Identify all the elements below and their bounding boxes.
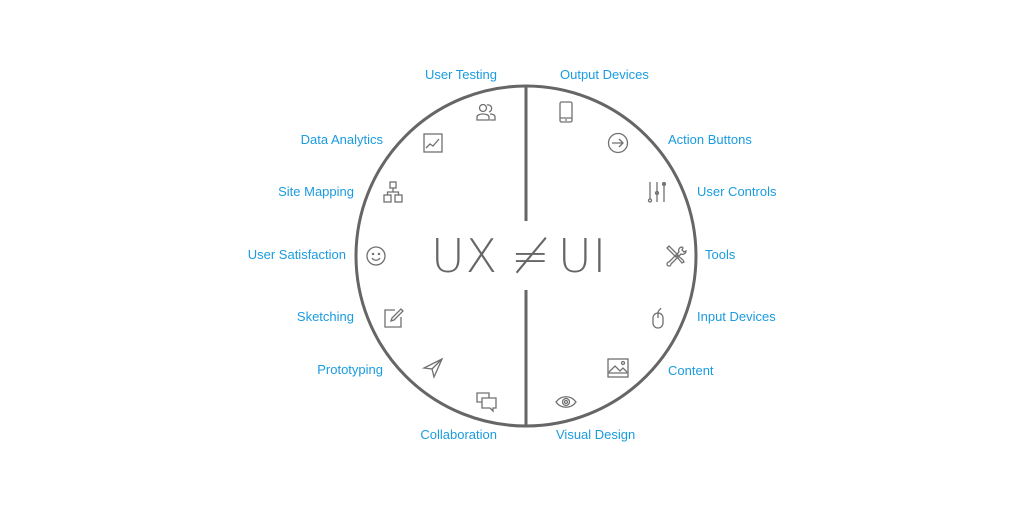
chat-bubbles-icon — [475, 390, 499, 414]
label-output-devices: Output Devices — [560, 67, 649, 82]
label-site-mapping: Site Mapping — [278, 184, 354, 199]
label-visual-design: Visual Design — [556, 427, 636, 442]
arrow-circle-icon — [606, 131, 630, 155]
label-data-analytics: Data Analytics — [300, 132, 383, 147]
label-collaboration: Collaboration — [420, 427, 497, 442]
label-input-devices: Input Devices — [697, 309, 776, 324]
pencil-square-icon — [381, 306, 405, 330]
label-tools: Tools — [705, 247, 736, 262]
label-user-satisfaction: User Satisfaction — [247, 247, 346, 262]
sitemap-icon — [381, 180, 405, 204]
ux-title: UX — [431, 229, 499, 283]
label-content: Content — [668, 363, 714, 378]
label-user-testing: User Testing — [424, 67, 497, 82]
label-action-buttons: Action Buttons — [668, 132, 752, 147]
label-sketching: Sketching — [296, 309, 354, 324]
image-icon — [606, 356, 630, 380]
paper-plane-icon — [421, 356, 445, 380]
not-equal-sign: ≠ — [511, 229, 551, 283]
sliders-icon — [645, 180, 669, 204]
phone-icon — [554, 100, 578, 124]
mouse-icon — [646, 306, 670, 330]
smiley-icon — [364, 244, 388, 268]
label-prototyping: Prototyping — [317, 362, 383, 377]
ui-title: UI — [558, 229, 608, 283]
users-icon — [474, 100, 498, 124]
tools-icon — [664, 244, 688, 268]
eye-icon — [554, 390, 578, 414]
chart-icon — [421, 131, 445, 155]
label-user-controls: User Controls — [697, 184, 777, 199]
